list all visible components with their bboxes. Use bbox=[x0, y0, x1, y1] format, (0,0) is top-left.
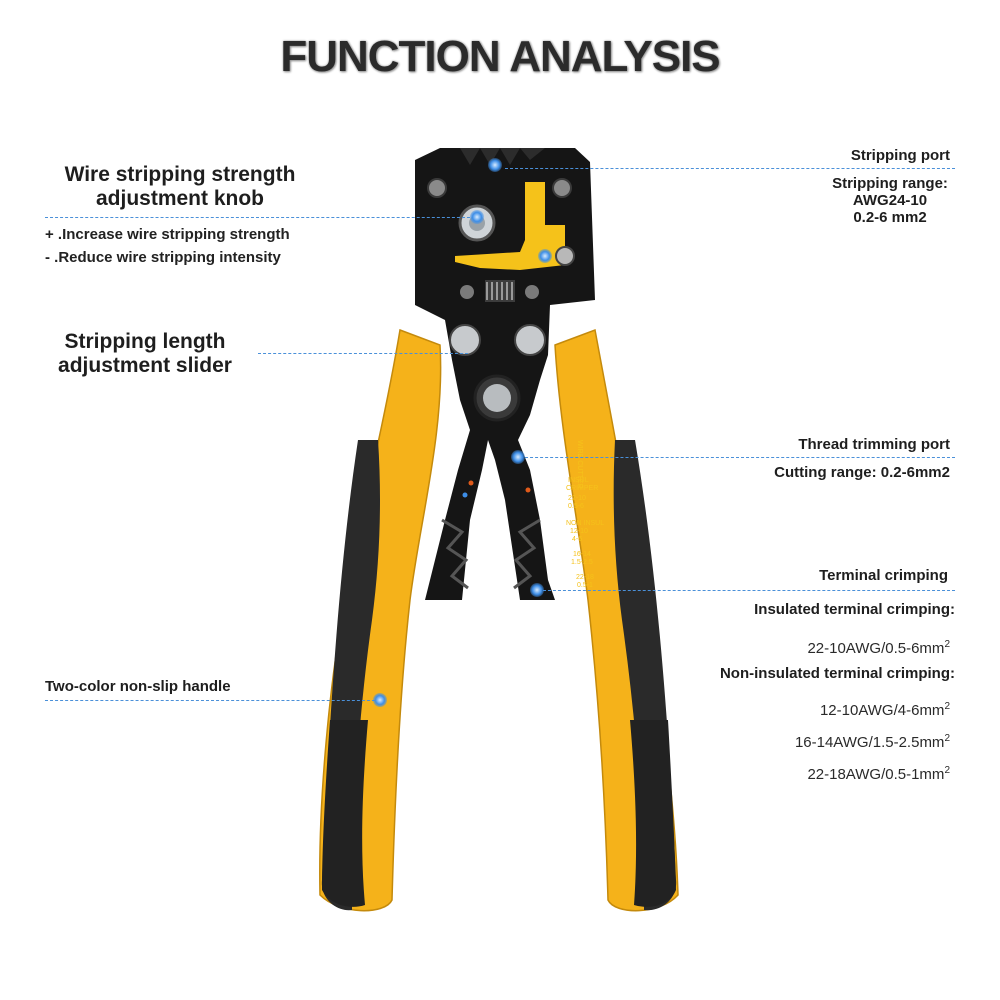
tool-text-wire-cutter: WIRE CUTTER bbox=[576, 440, 583, 489]
tool-text-r4: 4-6 bbox=[572, 536, 582, 543]
stripping-range-block: Stripping range: AWG24-10 0.2-6 mm2 bbox=[820, 175, 960, 226]
left-handle bbox=[319, 328, 442, 912]
tool-text-r1: 22-10 bbox=[568, 495, 586, 502]
slider-marker bbox=[538, 249, 552, 263]
non-ins-2-sup: 2 bbox=[944, 733, 950, 744]
slider-leader-line bbox=[258, 353, 468, 354]
non-insulated-value-3: 22-18AWG/0.5-1mm2 bbox=[807, 762, 950, 784]
slider-title-line1: Stripping length bbox=[64, 330, 226, 353]
tool-head bbox=[415, 148, 595, 600]
slider-title-line2: adjustment slider bbox=[58, 354, 232, 377]
non-ins-3-sup: 2 bbox=[944, 765, 950, 776]
handle-label: Two-color non-slip handle bbox=[45, 678, 231, 695]
stripping-range-awg: AWG24-10 bbox=[852, 192, 928, 209]
tool-text-r7: 22-18 bbox=[576, 574, 594, 581]
knob-title: Wire stripping strength adjustment knob bbox=[40, 163, 320, 211]
page-title: FUNCTION ANALYSIS bbox=[280, 32, 720, 81]
tool-text-non-insul: NON INSUL bbox=[566, 520, 604, 527]
stripping-range-mm: 0.2-6 mm2 bbox=[853, 209, 927, 226]
right-handle bbox=[554, 328, 679, 912]
insulated-value-text: 22-10AWG/0.5-6mm bbox=[807, 640, 945, 657]
cutting-range-label: Cutting range: 0.2-6mm2 bbox=[774, 464, 950, 481]
handle-leader-line bbox=[45, 700, 375, 701]
non-insulated-crimping-label: Non-insulated terminal crimping: bbox=[719, 665, 955, 682]
knob-increase-text: + .Increase wire stripping strength bbox=[45, 226, 290, 243]
knob-title-line2: adjustment knob bbox=[95, 187, 264, 210]
tool-text-r6: 1.5-2.5 bbox=[571, 559, 593, 566]
stripping-port-marker bbox=[488, 158, 502, 172]
terminal-crimping-label: Terminal crimping bbox=[819, 567, 948, 584]
tool-text-r5: 16-14 bbox=[573, 551, 591, 558]
non-ins-1-sup: 2 bbox=[944, 701, 950, 712]
stripping-range-label: Stripping range: bbox=[832, 175, 948, 192]
tool-text-crimper: CRIMPER bbox=[566, 485, 598, 492]
non-ins-2-text: 16-14AWG/1.5-2.5mm bbox=[794, 734, 945, 751]
slider-title: Stripping length adjustment slider bbox=[40, 330, 250, 378]
insulated-crimping-label: Insulated terminal crimping: bbox=[754, 601, 955, 618]
tool-markings: WIRE CUTTER INSUL CRIMPER 22-10 0.5-6 NO… bbox=[566, 440, 604, 589]
non-ins-1-text: 12-10AWG/4-6mm bbox=[819, 702, 945, 719]
insulated-value-sup: 2 bbox=[944, 639, 950, 650]
knob-marker bbox=[470, 210, 484, 224]
insulated-crimping-value: 22-10AWG/0.5-6mm2 bbox=[807, 636, 950, 658]
tool-text-insul: INSUL bbox=[568, 477, 589, 484]
handle-marker bbox=[373, 693, 387, 707]
tool-text-r3: 12-10 bbox=[570, 528, 588, 535]
terminal-crimping-leader-line bbox=[538, 590, 955, 591]
thread-trimming-marker bbox=[511, 450, 525, 464]
knob-title-line1: Wire stripping strength bbox=[64, 163, 296, 186]
knob-leader-line bbox=[45, 217, 475, 218]
non-ins-3-text: 22-18AWG/0.5-1mm bbox=[807, 766, 945, 783]
non-insulated-value-2: 16-14AWG/1.5-2.5mm2 bbox=[795, 730, 950, 752]
tool-text-r8: 0.5-1 bbox=[577, 582, 593, 589]
knob-reduce-text: - .Reduce wire stripping intensity bbox=[45, 249, 281, 266]
stripping-port-leader-line bbox=[505, 168, 955, 169]
thread-trimming-leader-line bbox=[520, 457, 955, 458]
thread-trimming-label: Thread trimming port bbox=[798, 436, 950, 453]
terminal-crimping-marker bbox=[530, 583, 544, 597]
tool-text-r2: 0.5-6 bbox=[568, 503, 584, 510]
non-insulated-value-1: 12-10AWG/4-6mm2 bbox=[820, 698, 950, 720]
stripping-port-label: Stripping port bbox=[850, 147, 950, 164]
